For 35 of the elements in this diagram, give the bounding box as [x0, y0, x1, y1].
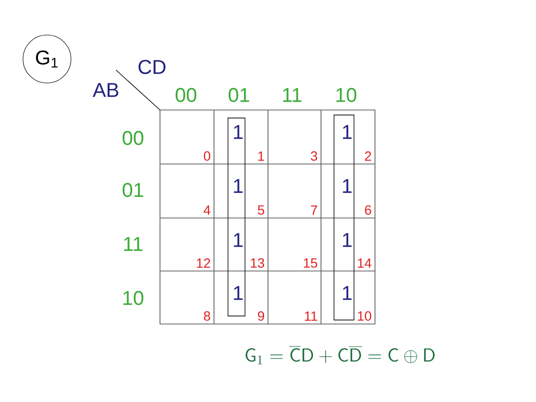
column-label: 01 — [228, 88, 250, 102]
column-label: 11 — [283, 88, 302, 102]
row-label: 01 — [122, 182, 144, 198]
minterm-number: 1 — [258, 152, 264, 161]
variable-label: CD — [138, 60, 166, 74]
variable-label: AB — [92, 83, 118, 97]
minterm-number: 6 — [365, 205, 372, 215]
minterm-number: 12 — [196, 258, 210, 268]
row-label: 00 — [122, 130, 144, 146]
cell-value: 1 — [342, 179, 352, 193]
minterm-number: 10 — [358, 311, 372, 321]
column-label: 10 — [336, 88, 356, 102]
cell-value: 1 — [342, 286, 352, 300]
cell-value: 1 — [234, 179, 243, 193]
cell-value: 1 — [234, 286, 243, 300]
minterm-number: 11 — [304, 312, 318, 321]
minterm-number: 8 — [204, 311, 210, 321]
minterm-number: 3 — [310, 151, 318, 161]
minterm-number: 7 — [311, 206, 318, 215]
minterm-number: 13 — [250, 258, 264, 268]
minterm-number: 15 — [304, 258, 318, 268]
minterm-number: 14 — [358, 258, 372, 268]
cell-value: 1 — [234, 125, 243, 139]
cell-value: 1 — [234, 233, 243, 247]
minterm-number: 4 — [204, 206, 210, 215]
row-label: 11 — [124, 237, 142, 251]
cell-value: 1 — [342, 125, 352, 139]
cell-value: 1 — [342, 233, 352, 247]
equation: $\mathsf{G}_1 = \overline{\mathsf{C}}\mathsf{D} + \mathsf{C}\overline{\mathsf{D}} = \mathsf{C} \oplus \mathsf{D}$ — [246, 346, 435, 364]
minterm-number: 9 — [258, 311, 264, 321]
row-label: 10 — [123, 290, 144, 306]
minterm-number: 0 — [204, 151, 210, 161]
column-label: 00 — [176, 88, 196, 102]
minterm-number: 2 — [365, 151, 372, 161]
minterm-number: 5 — [258, 205, 264, 215]
